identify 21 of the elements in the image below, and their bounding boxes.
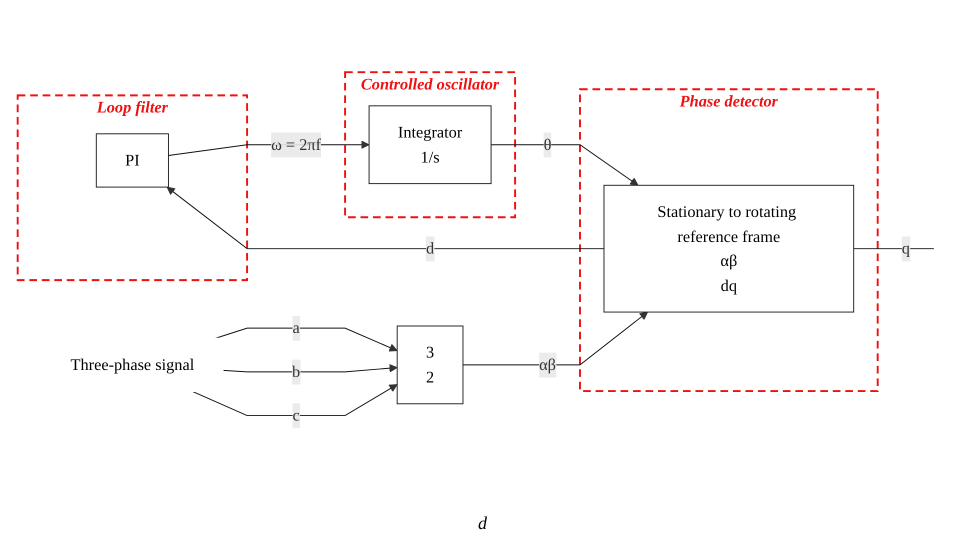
signal-label: d bbox=[478, 513, 487, 533]
edge-label: αβ bbox=[539, 356, 556, 374]
arrow bbox=[222, 364, 398, 372]
arrow bbox=[166, 186, 604, 250]
edge-label: b bbox=[292, 362, 300, 381]
edge-label: d bbox=[426, 239, 434, 258]
node-box: PI bbox=[96, 133, 169, 188]
arrow bbox=[490, 144, 638, 186]
node-box: Stationary to rotating reference frame αβ dq bbox=[604, 184, 854, 313]
edge-label: a bbox=[292, 318, 300, 338]
edge-label: q bbox=[902, 239, 910, 258]
edge-label: c bbox=[292, 406, 300, 424]
arrow bbox=[462, 312, 648, 366]
node-box: Integrator 1/s bbox=[368, 105, 492, 184]
node-text: Three-phase signal bbox=[70, 356, 194, 374]
edge-label: θ bbox=[544, 135, 552, 154]
connector bbox=[853, 248, 934, 250]
arrow bbox=[215, 328, 398, 352]
node-box: 3 2 bbox=[396, 326, 464, 404]
arrow bbox=[192, 384, 398, 416]
edge-label: ω = 2πf bbox=[271, 135, 322, 154]
